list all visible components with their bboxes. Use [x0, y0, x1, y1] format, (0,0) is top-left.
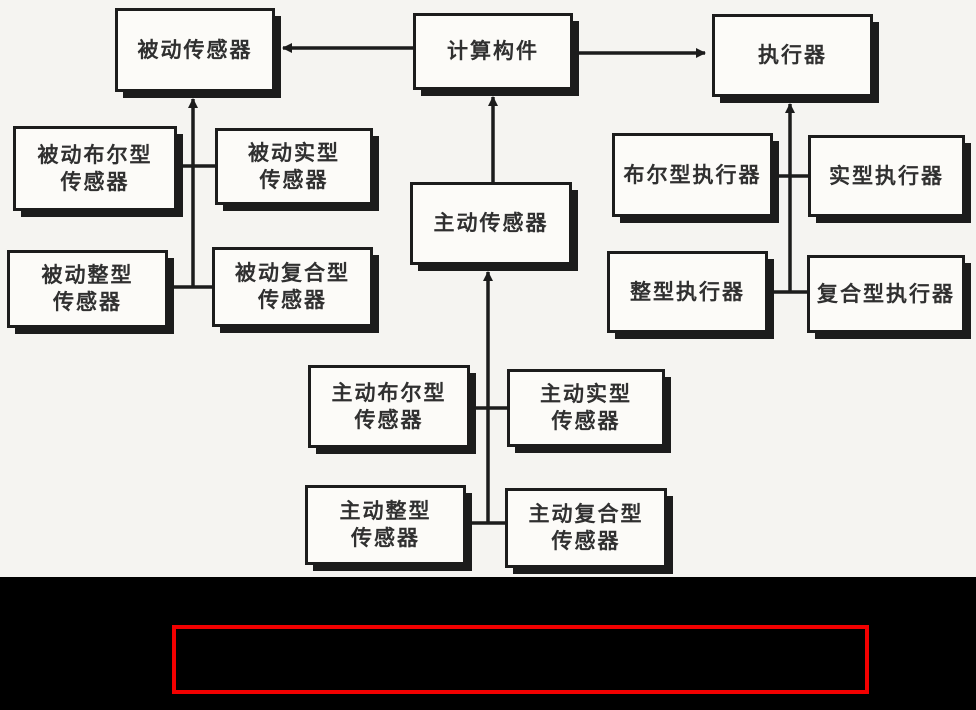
node-passive-composite-sensor: 被动复合型 传感器 — [212, 247, 373, 327]
node-active-real-sensor: 主动实型 传感器 — [507, 369, 665, 447]
node-passive-sensor: 被动传感器 — [115, 8, 275, 92]
node-composite-actuator: 复合型执行器 — [807, 255, 965, 333]
node-label: 执行器 — [758, 43, 827, 67]
node-compute-component: 计算构件 — [413, 13, 573, 90]
node-label: 布尔型执行器 — [623, 162, 762, 187]
node-active-int-sensor: 主动整型 传感器 — [305, 485, 466, 565]
node-label: 主动整型 传感器 — [339, 499, 432, 550]
node-label: 主动实型 传感器 — [540, 382, 632, 433]
node-label: 整型执行器 — [630, 279, 745, 304]
highlight-box — [172, 625, 869, 694]
redaction-band — [0, 577, 976, 710]
node-active-bool-sensor: 主动布尔型 传感器 — [308, 365, 470, 448]
node-passive-int-sensor: 被动整型 传感器 — [7, 250, 168, 328]
node-bool-actuator: 布尔型执行器 — [612, 133, 773, 217]
node-label: 主动传感器 — [433, 211, 549, 235]
node-label: 复合型执行器 — [817, 281, 955, 306]
node-label: 主动布尔型 传感器 — [331, 380, 447, 432]
node-label: 主动复合型 传感器 — [528, 502, 644, 553]
node-label: 被动复合型 传感器 — [235, 261, 350, 312]
node-passive-bool-sensor: 被动布尔型 传感器 — [13, 126, 177, 211]
node-passive-real-sensor: 被动实型 传感器 — [215, 128, 373, 205]
node-active-composite-sensor: 主动复合型 传感器 — [505, 488, 667, 568]
node-label: 被动布尔型 传感器 — [37, 142, 153, 194]
node-actuator: 执行器 — [712, 14, 873, 97]
node-label: 计算构件 — [447, 39, 539, 63]
node-active-sensor: 主动传感器 — [410, 182, 572, 265]
node-real-actuator: 实型执行器 — [808, 135, 965, 217]
node-int-actuator: 整型执行器 — [607, 251, 768, 333]
node-label: 被动实型 传感器 — [248, 140, 340, 192]
node-label: 实型执行器 — [829, 163, 944, 188]
node-label: 被动整型 传感器 — [41, 263, 134, 314]
node-label: 被动传感器 — [137, 37, 253, 62]
